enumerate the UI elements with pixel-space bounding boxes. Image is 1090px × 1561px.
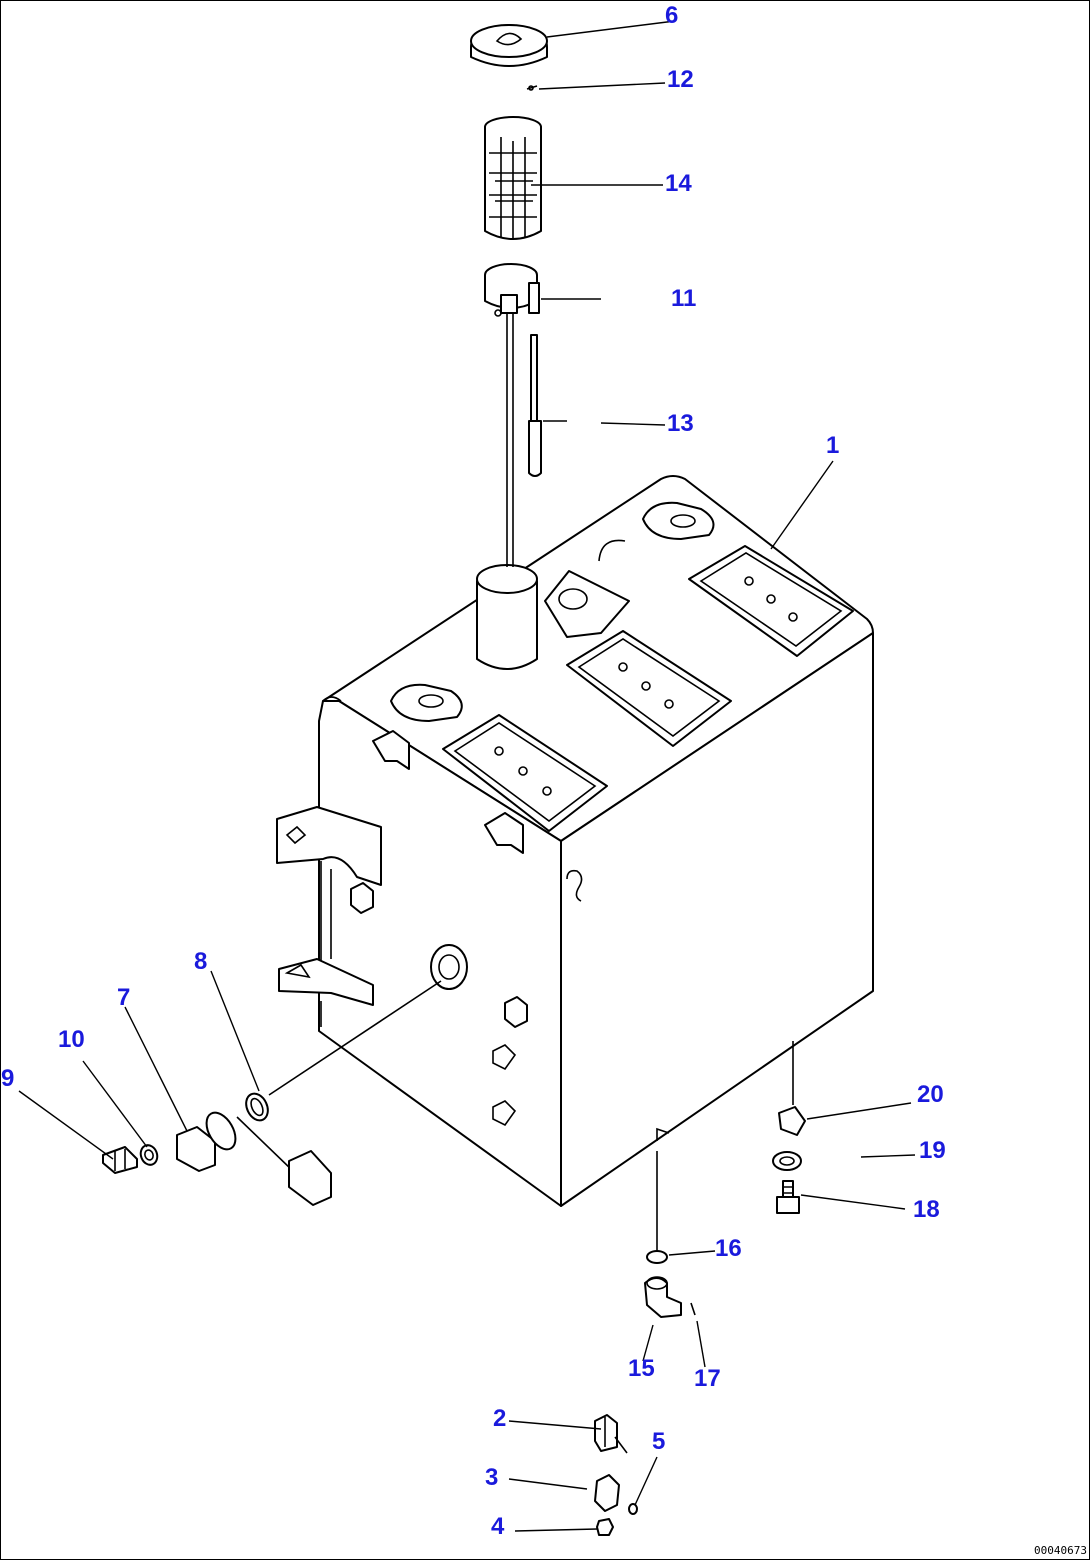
callout-3: 3 bbox=[485, 1464, 498, 1491]
figure-code: 00040673 bbox=[1034, 1544, 1087, 1557]
callout-1: 1 bbox=[826, 432, 839, 459]
drain-pin bbox=[690, 1302, 696, 1316]
callout-labels: 1 2 3 4 5 6 7 8 9 10 11 12 13 14 15 16 1… bbox=[1, 2, 946, 1540]
callout-10: 10 bbox=[58, 1026, 85, 1053]
callout-16: 16 bbox=[715, 1235, 742, 1262]
washer-small bbox=[139, 1144, 159, 1166]
pin bbox=[526, 85, 538, 91]
filler-cap bbox=[470, 24, 548, 67]
callout-9: 9 bbox=[1, 1065, 14, 1092]
callout-6: 6 bbox=[665, 2, 678, 29]
bolt-right bbox=[776, 1180, 800, 1214]
clip bbox=[778, 1106, 806, 1136]
callout-11: 11 bbox=[671, 285, 696, 312]
washer-right bbox=[772, 1151, 802, 1171]
callout-14: 14 bbox=[665, 170, 692, 197]
callout-12: 12 bbox=[667, 66, 694, 93]
callout-8: 8 bbox=[194, 948, 207, 975]
filler-flange bbox=[484, 263, 540, 567]
pin-5 bbox=[628, 1503, 638, 1515]
callout-13: 13 bbox=[667, 410, 694, 437]
hydraulic-tank bbox=[276, 475, 874, 1251]
callout-5: 5 bbox=[652, 1428, 665, 1455]
o-ring-side bbox=[245, 980, 442, 1122]
callout-19: 19 bbox=[919, 1137, 946, 1164]
connector-3 bbox=[594, 1474, 620, 1512]
leader-lines bbox=[18, 20, 916, 1532]
callout-4: 4 bbox=[491, 1513, 505, 1540]
o-ring-drain bbox=[646, 1250, 668, 1264]
callout-7: 7 bbox=[117, 984, 130, 1011]
strainer bbox=[484, 116, 542, 240]
callout-18: 18 bbox=[913, 1196, 940, 1223]
connector-2 bbox=[594, 1414, 628, 1454]
drain-valve bbox=[644, 1276, 682, 1318]
callout-17: 17 bbox=[694, 1365, 721, 1392]
nut-small bbox=[102, 1146, 138, 1174]
callout-20: 20 bbox=[917, 1081, 944, 1108]
dipstick bbox=[528, 334, 542, 477]
nut-4 bbox=[596, 1518, 614, 1536]
callout-15: 15 bbox=[628, 1355, 655, 1382]
sensor-assembly bbox=[176, 1111, 332, 1206]
callout-2: 2 bbox=[493, 1405, 506, 1432]
